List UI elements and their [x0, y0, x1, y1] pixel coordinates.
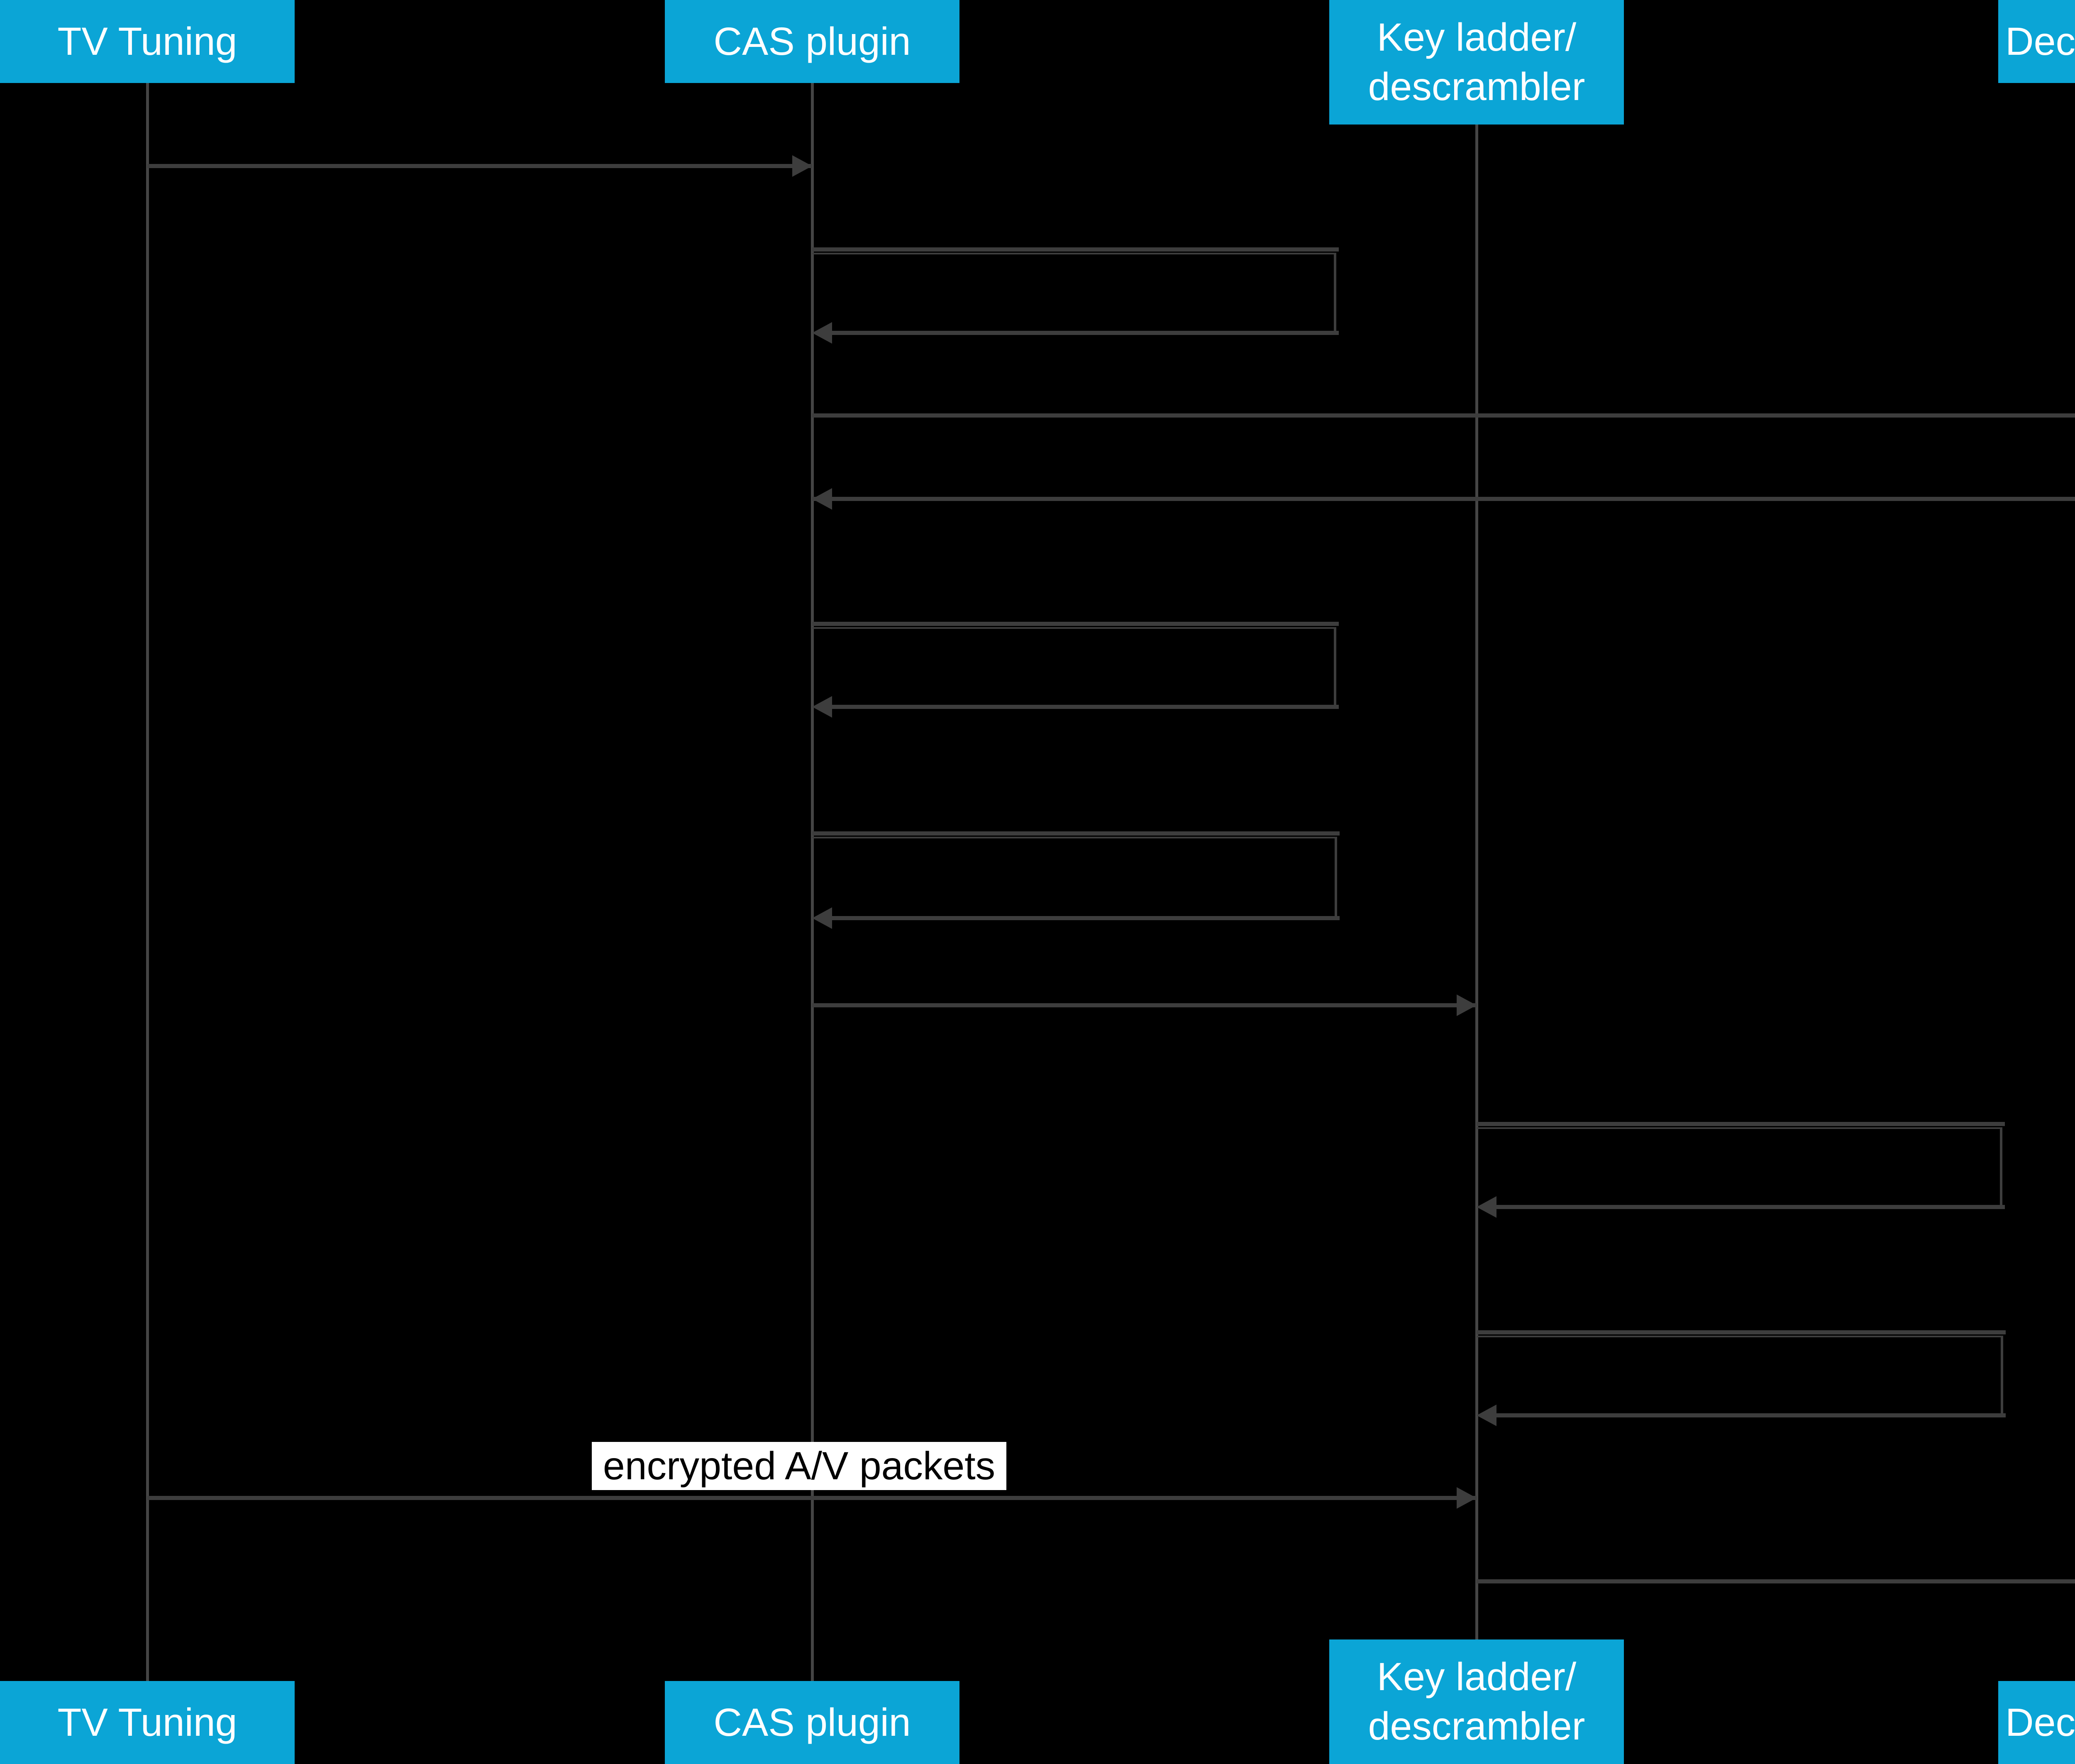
actor-label-line: descrambler: [1368, 65, 1585, 109]
self-message-return-line: [825, 916, 1340, 920]
self-message-return-line: [1489, 1413, 2006, 1417]
actor-box-top-cas-plugin: CAS plugin: [665, 0, 959, 83]
self-message-out-line: [812, 247, 1339, 252]
actor-box-bottom-tv-tuning: TV Tuning: [0, 1681, 295, 1764]
self-message-loop: [1477, 1127, 2002, 1207]
self-message-arrowhead: [812, 907, 832, 929]
self-message-loop: [812, 253, 1336, 332]
message-arrow-line: [812, 413, 2075, 418]
self-message-arrowhead: [812, 696, 832, 718]
message-arrow-line: [147, 164, 812, 168]
actor-label-line: Key ladder/: [1377, 15, 1577, 60]
message-arrow-line: [147, 1496, 1477, 1500]
self-message-loop: [1477, 1336, 2003, 1415]
lifeline-tv-tuning: [146, 83, 149, 1681]
actor-label-line: TV Tuning: [57, 1700, 237, 1744]
message-arrow-line: [812, 1003, 1477, 1007]
message-arrowhead: [812, 488, 832, 510]
actor-label-line: Decode, display: [2005, 19, 2075, 64]
lifeline-cas-plugin: [811, 83, 814, 1681]
actor-label-line: CAS plugin: [713, 19, 911, 64]
actor-box-top-key-ladder-descrambler: Key ladder/descrambler: [1329, 0, 1624, 125]
self-message-loop: [812, 627, 1336, 706]
actor-box-bottom-cas-plugin: CAS plugin: [665, 1681, 959, 1764]
actor-label-line: Decode, display: [2005, 1700, 2075, 1744]
actor-label-line: Key ladder/: [1377, 1655, 1577, 1699]
self-message-arrowhead: [812, 322, 832, 344]
self-message-arrowhead: [1477, 1405, 1496, 1426]
message-arrow-line: [812, 497, 2075, 501]
message-arrow-line: [1477, 1579, 2075, 1583]
message-arrowhead: [1457, 1487, 1477, 1509]
self-message-arrowhead: [1477, 1196, 1496, 1218]
message-label: encrypted A/V packets: [592, 1442, 1006, 1490]
actor-box-top-tv-tuning: TV Tuning: [0, 0, 295, 83]
self-message-out-line: [812, 622, 1339, 626]
message-arrowhead: [1457, 994, 1477, 1016]
lifeline-key-ladder-descrambler: [1475, 125, 1478, 1639]
actor-box-top-decode-display: Decode, display: [1998, 0, 2075, 83]
message-arrowhead: [792, 155, 812, 177]
self-message-return-line: [1489, 1205, 2005, 1209]
self-message-out-line: [1477, 1330, 2006, 1334]
self-message-return-line: [825, 705, 1339, 709]
self-message-out-line: [1477, 1122, 2005, 1126]
actor-label-line: descrambler: [1368, 1704, 1585, 1748]
self-message-return-line: [825, 331, 1339, 335]
self-message-loop: [812, 837, 1337, 918]
self-message-out-line: [812, 831, 1340, 836]
actor-label-line: CAS plugin: [713, 1700, 911, 1744]
actor-box-bottom-key-ladder-descrambler: Key ladder/descrambler: [1329, 1639, 1624, 1764]
actor-label-line: TV Tuning: [57, 19, 237, 64]
actor-box-bottom-decode-display: Decode, display: [1998, 1681, 2075, 1764]
